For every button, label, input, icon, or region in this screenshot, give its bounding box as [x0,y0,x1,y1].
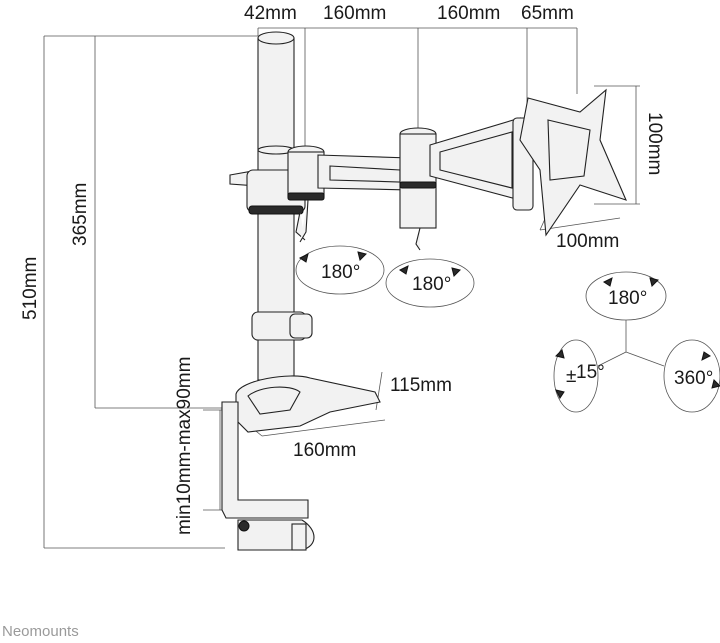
dim-height-365mm: 365mm [70,183,91,246]
dim-top-160mm-arm2: 160mm [437,3,500,24]
swivel-360: 360° [674,368,713,389]
dimension-lines [43,27,640,549]
cable-clip [251,311,313,341]
rotation-arm2-180: 180° [412,274,451,295]
dim-top-65mm: 65mm [521,3,574,24]
tilt-prefix: ± [566,366,576,387]
desk-base [235,375,381,433]
arm-segment-2 [399,117,521,251]
rotation-screen-180: 180° [608,288,647,309]
dim-vesa-height: 100mm [644,112,665,175]
vesa-mounting-plate [512,88,627,237]
dim-base-115mm: 115mm [390,375,452,396]
dim-base-160mm: 160mm [293,440,356,461]
tilt-15: 15° [576,362,605,383]
dim-top-42mm: 42mm [244,3,297,24]
desk-clamp [221,401,315,551]
dim-clamp-range: min10mm-max90mm [174,357,195,535]
arm-segment-1 [287,145,413,243]
brand-logo-text: Neomounts [2,623,79,640]
dim-top-160mm-arm1: 160mm [323,3,386,24]
dim-vesa-width: 100mm [556,231,619,252]
dim-height-510mm: 510mm [20,257,41,320]
rotation-indicators [295,245,720,413]
rotation-arm1-180: 180° [321,262,360,283]
